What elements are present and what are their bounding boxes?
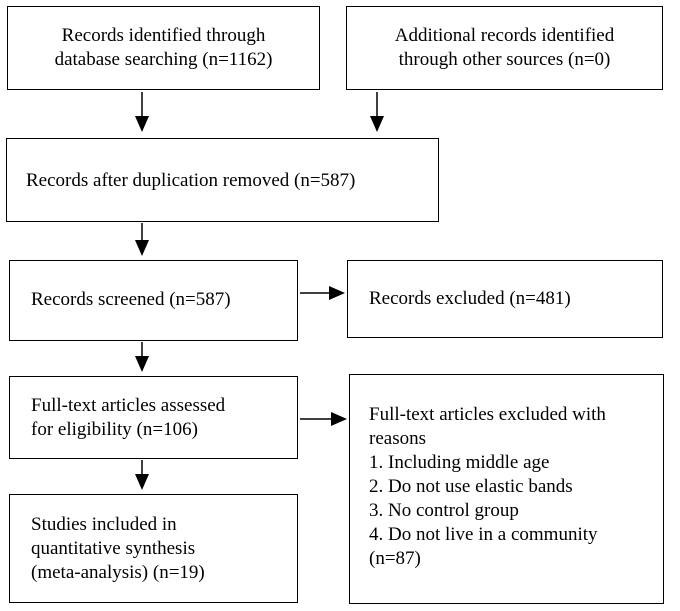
- arrowhead-down-icon: [135, 356, 149, 372]
- box-records-excluded: Records excluded (n=481): [347, 260, 663, 338]
- box-text-line: Records excluded (n=481): [369, 288, 571, 309]
- box-text-line: Additional records identified: [394, 25, 615, 46]
- arrowhead-down-icon: [135, 240, 149, 256]
- box-text-line: quantitative synthesis: [31, 538, 196, 559]
- arrowhead-right-icon: [329, 286, 345, 300]
- box-records-after-duplicates: Records after duplication removed (n=587…: [6, 138, 439, 222]
- box-text-line: Full-text articles excluded with: [369, 404, 606, 425]
- exclusion-reason: 4. Do not live in a community: [369, 524, 598, 545]
- box-text-line: through other sources (n=0): [398, 49, 611, 70]
- box-studies-included: Studies included in quantitative synthes…: [9, 494, 298, 603]
- exclusion-reason: 1. Including middle age: [369, 452, 550, 473]
- arrowhead-down-icon: [135, 474, 149, 490]
- arrowhead-down-icon: [135, 116, 149, 132]
- box-additional-records: Additional records identified through ot…: [346, 6, 663, 90]
- box-text-line: (n=87): [369, 548, 421, 569]
- box-text-line: Records after duplication removed (n=587…: [26, 170, 356, 191]
- box-fulltext-excluded: Full-text articles excluded with reasons…: [349, 374, 664, 604]
- box-text-line: Full-text articles assessed: [31, 395, 226, 416]
- exclusion-reason: 3. No control group: [369, 500, 519, 521]
- exclusion-reason: 2. Do not use elastic bands: [369, 476, 573, 497]
- box-text-line: Records screened (n=587): [31, 289, 231, 310]
- box-records-identified-database: Records identified through database sear…: [7, 6, 320, 90]
- arrowhead-down-icon: [370, 116, 384, 132]
- box-text-line: Studies included in: [31, 514, 177, 535]
- box-text-line: for eligibility (n=106): [31, 419, 198, 440]
- box-text-line: reasons: [369, 428, 426, 449]
- arrowhead-right-icon: [331, 412, 347, 426]
- box-text-line: Records identified through: [61, 25, 266, 46]
- box-records-screened: Records screened (n=587): [9, 260, 298, 341]
- box-text-line: database searching (n=1162): [54, 49, 273, 70]
- box-text-line: (meta-analysis) (n=19): [31, 562, 205, 583]
- box-fulltext-assessed: Full-text articles assessed for eligibil…: [9, 376, 298, 459]
